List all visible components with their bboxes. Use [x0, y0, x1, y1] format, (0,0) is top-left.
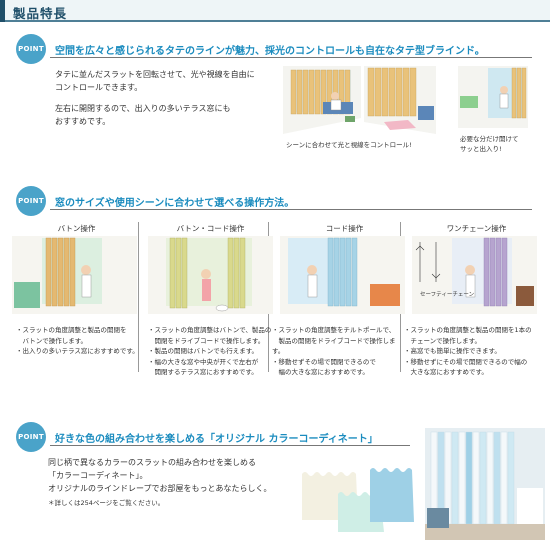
section3-body: 同じ柄で異なるカラーのスラットの組み合わせを楽しめる 「カラーコーディネート」。… [48, 458, 272, 493]
column-desc-baton-cord: ・スラットの角度調整はバトンで、製品の 開閉をドライブコードで操作します。 ・製… [148, 326, 272, 376]
column-divider [138, 222, 139, 372]
section2-divider [50, 209, 532, 210]
caption-light-control: シーンに合わせて光と視線をコントロール! [286, 141, 412, 149]
room-illustration-exit [458, 66, 528, 128]
page-reference-note: ＊詳しくは254ページをご覧ください。 [48, 499, 165, 507]
point-badge: POINT [16, 186, 46, 216]
point-badge: POINT [16, 34, 46, 64]
room-photo-color-coordinate [425, 428, 545, 540]
section1-body2: 左右に開閉するので、出入りの多いテラス窓にも おすすめです。 [55, 104, 231, 126]
section1-title: 空間を広々と感じられるタテのラインが魅力、採光のコントロールも自在なタテ型ブライ… [55, 46, 485, 57]
section3-divider [50, 445, 410, 446]
point-badge: POINT [16, 422, 46, 452]
room-illustration-open [283, 66, 361, 134]
column-title-one-chain: ワンチェーン操作 [446, 224, 507, 233]
column-title-cord: コード操作 [325, 224, 364, 233]
section2-title: 窓のサイズや使用シーンに合わせて選べる操作方法。 [55, 198, 295, 209]
section1-divider [50, 57, 532, 58]
safety-chain-label: セーフティーチェーン [420, 292, 475, 298]
page-title: 製品特長 [13, 6, 68, 21]
room-illustration-closed [364, 66, 436, 134]
baton-illustration [12, 226, 137, 314]
section-header: 製品特長 [0, 0, 550, 22]
column-desc-baton: ・スラットの角度調整と製品の開閉を バトンで操作します。 ・出入りの多いテラス窓… [16, 326, 139, 355]
header-accent-bar [0, 0, 5, 22]
column-desc-cord: ・スラットの角度調整をチルトポールで、 製品の開閉をドライブコードで操作します。… [272, 326, 396, 376]
section1-body1: タテに並んだスラットを回転させて、光や視線を自由に コントロールできます。 [55, 70, 255, 92]
baton-cord-illustration [148, 226, 273, 314]
column-title-baton: バトン操作 [57, 224, 96, 233]
column-desc-one-chain: ・スラットの角度調整と製品の開閉を1本の チェーンで操作します。 ・高窓でも簡単… [404, 326, 532, 376]
swatch-blue [370, 466, 414, 526]
section3-title: 好きな色の組み合わせを楽しめる「オリジナル カラーコーディネート」 [55, 434, 378, 445]
cord-illustration [280, 226, 405, 314]
column-title-baton-cord: バトン・コード操作 [176, 224, 245, 233]
caption-quick-exit: 必要な分だけ開けて サッと出入り! [460, 135, 519, 153]
one-chain-illustration [412, 226, 537, 314]
